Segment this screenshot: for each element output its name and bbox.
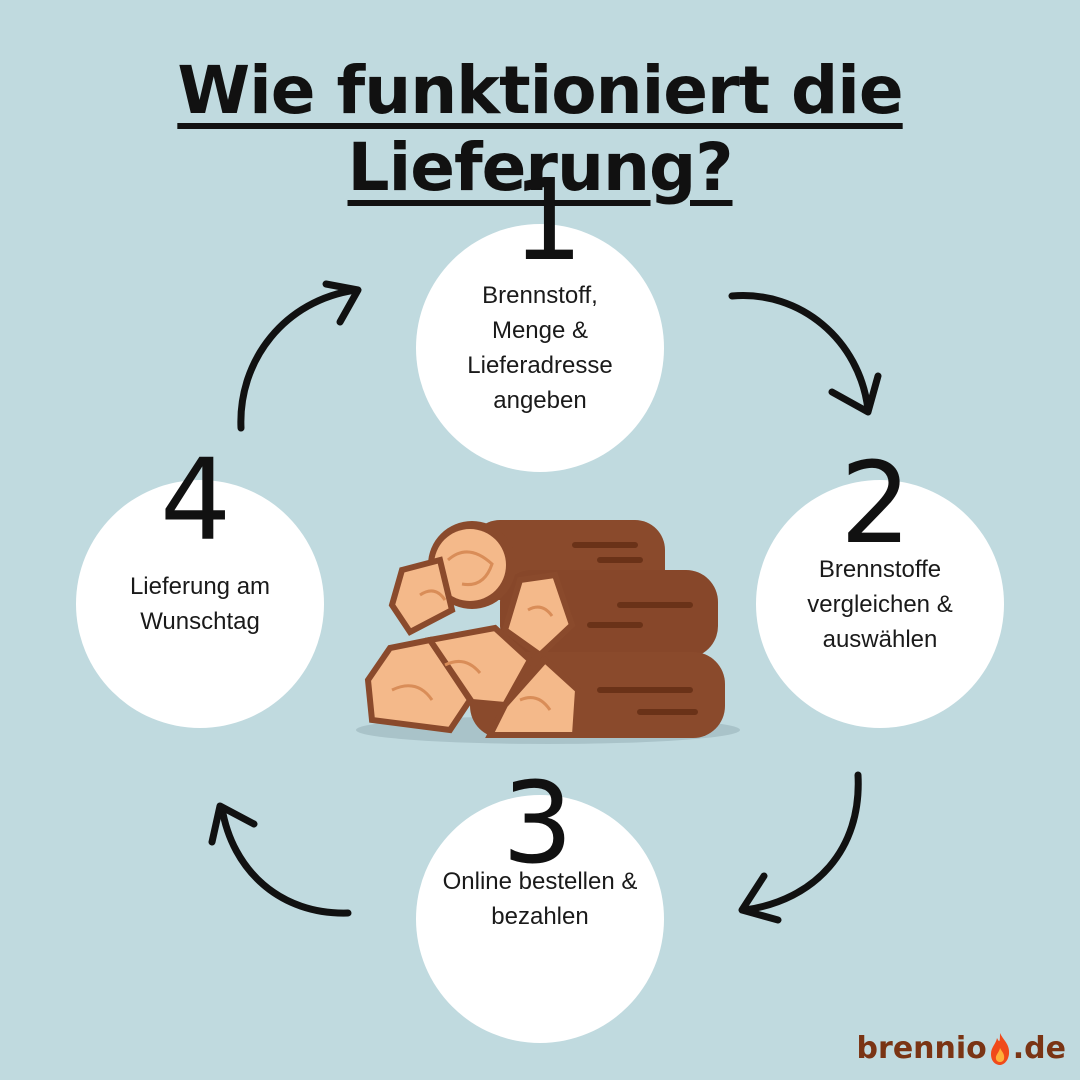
arrow-step2-to-step3	[738, 771, 862, 924]
step-3-circle: Online bestellen & bezahlen	[416, 795, 664, 1043]
flame-icon	[990, 1033, 1009, 1065]
brand-logo: brennio .de	[857, 1031, 1066, 1066]
arrow-step4-to-step1	[237, 280, 362, 432]
step-4-circle: Lieferung am Wunschtag	[76, 480, 324, 728]
step-2-text: Brennstoffe vergleichen & auswählen	[807, 555, 953, 653]
step-4-text: Lieferung am Wunschtag	[129, 573, 271, 635]
step-2-number: 2	[840, 439, 912, 569]
step-2-circle: Brennstoffe vergleichen & auswählen	[756, 480, 1004, 728]
arrow-step3-to-step4	[208, 802, 352, 917]
logo-text-domain: .de	[1012, 1031, 1066, 1066]
logo-text-main: brennio	[856, 1031, 987, 1066]
step-4-number: 4	[160, 436, 232, 566]
arrow-step1-to-step2	[728, 292, 882, 416]
step-3-text: Online bestellen & bezahlen	[442, 868, 638, 930]
step-1-number: 1	[512, 156, 584, 286]
step-1-circle: Brennstoff, Menge & Lieferadresse angebe…	[416, 224, 664, 472]
step-1-text: Brennstoff, Menge & Lieferadresse angebe…	[467, 282, 613, 414]
step-3-number: 3	[502, 759, 574, 889]
firewood-illustration	[356, 520, 740, 744]
page-title: Wie funktioniert die Lieferung?	[177, 52, 903, 206]
